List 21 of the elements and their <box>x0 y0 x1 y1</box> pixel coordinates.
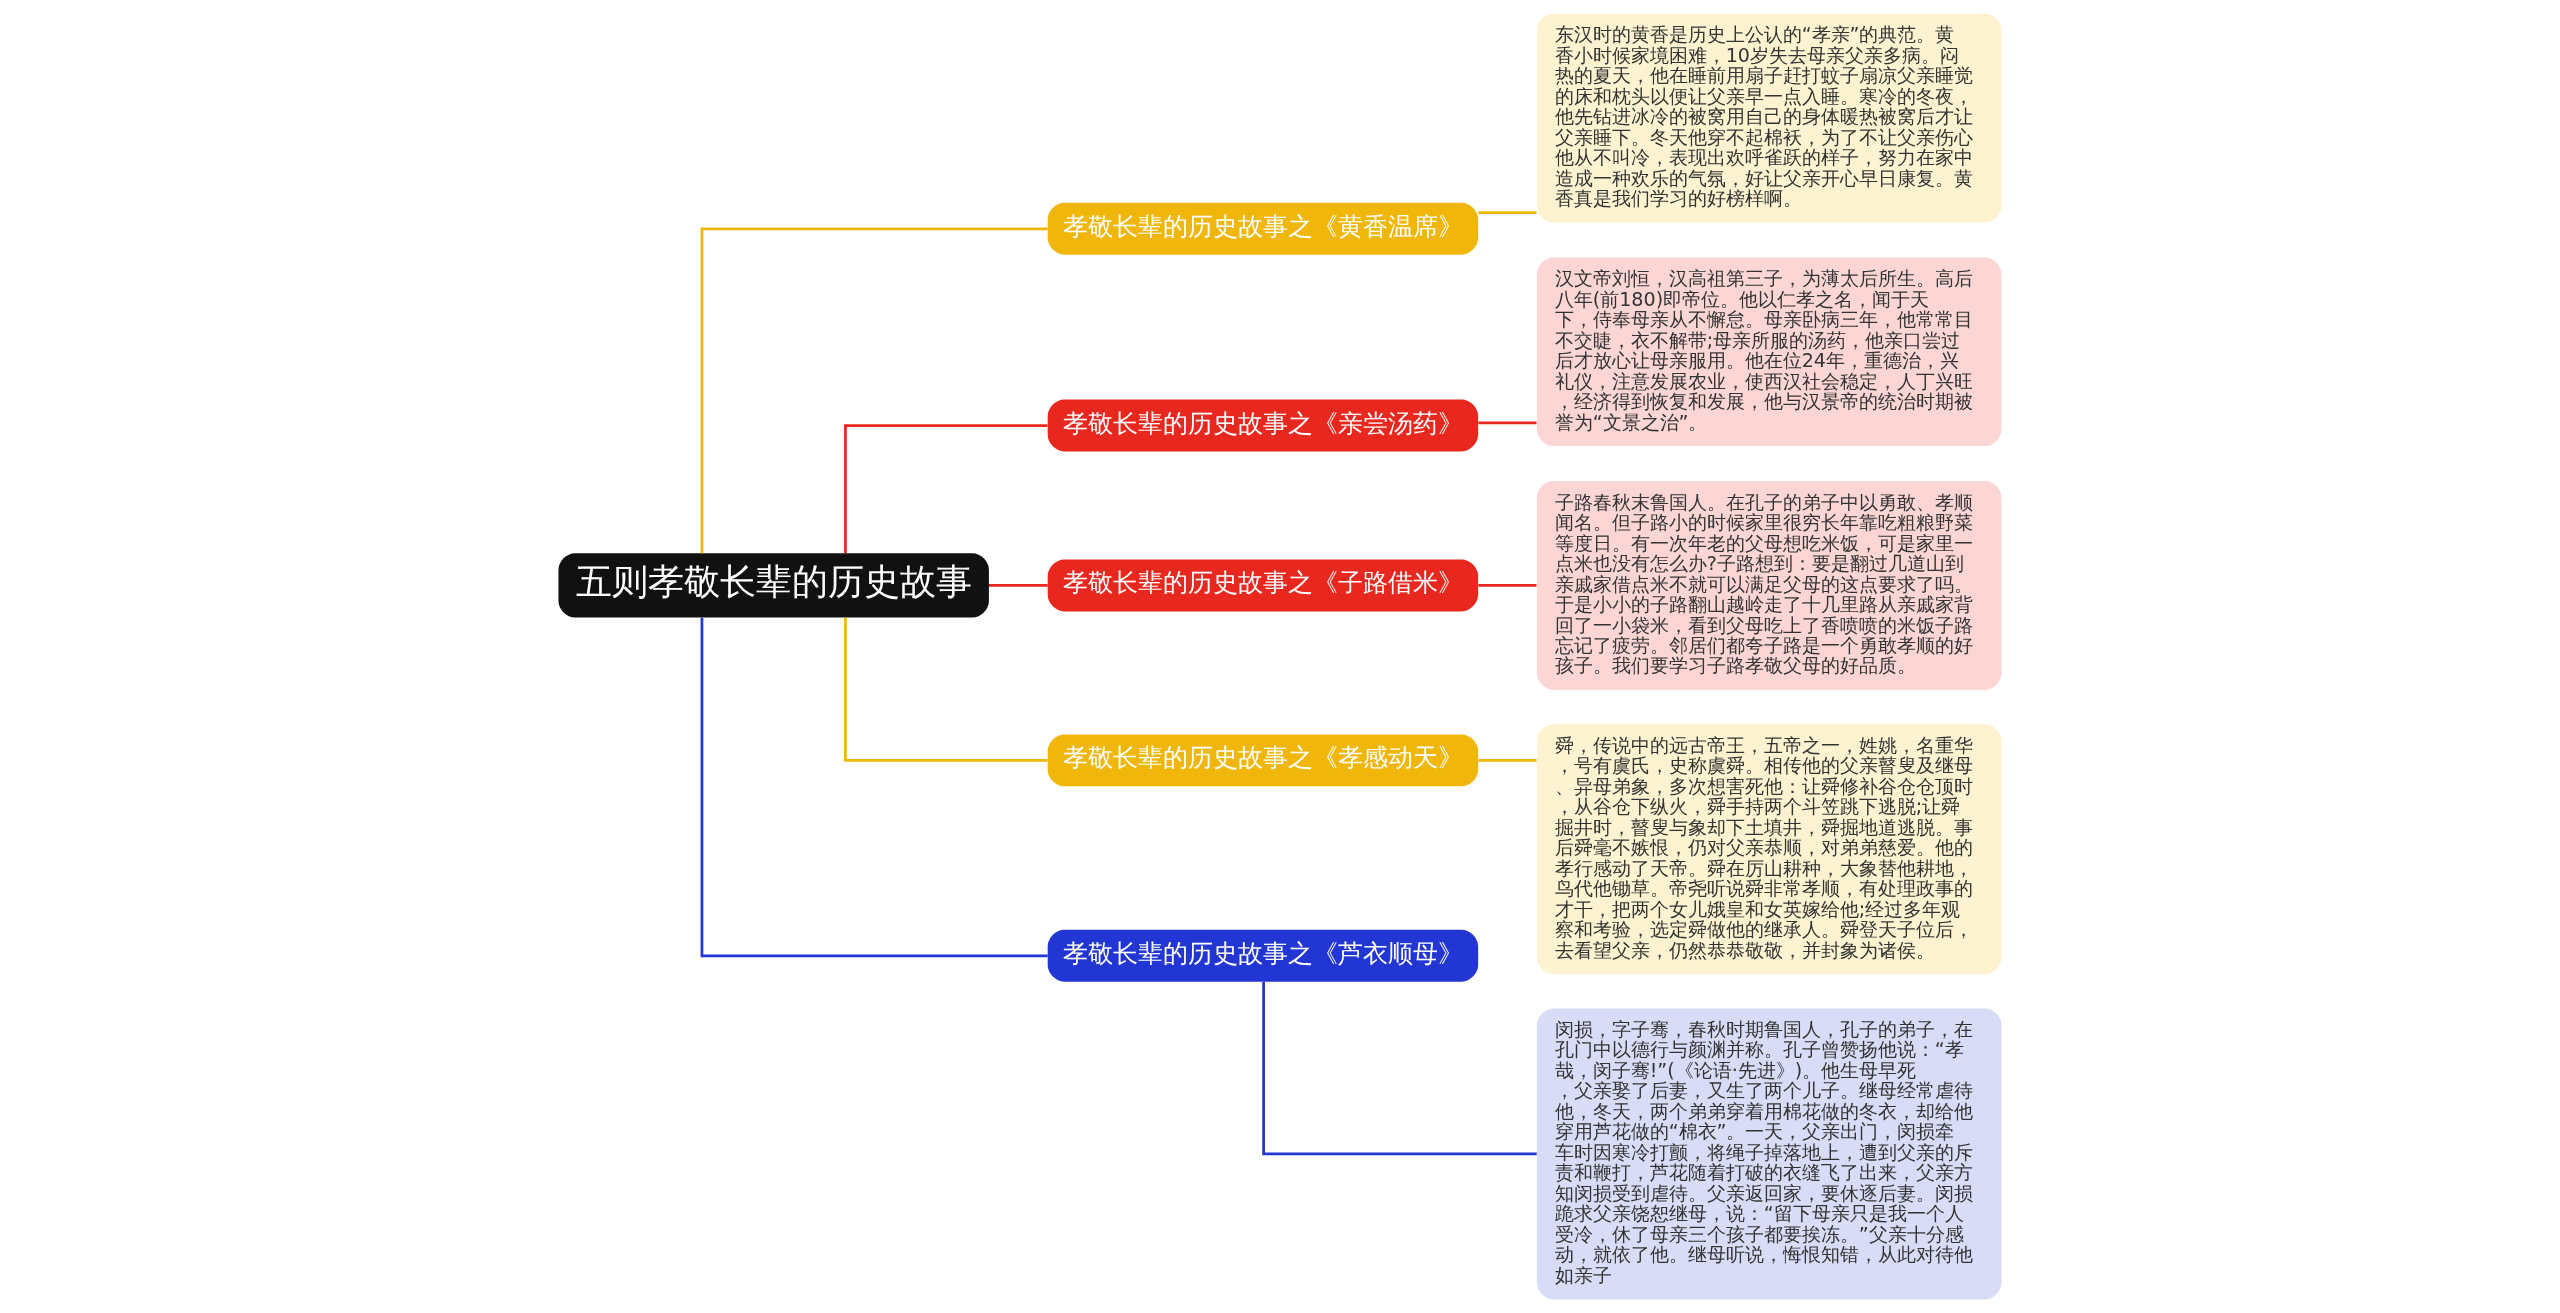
node-box: 东汉时的黄香是历史上公认的“孝亲”的典范。黄香小时候家境困难，10岁失去母亲父亲多病。闷热的夏天，他在睡前用扇子赶打蚊子扇凉父亲睡觉的床和枕头以便让父亲早一点入睡。寒冷的冬夜，他先钻进冰冷的被窝用自己的身体暖热被窝后才让父亲睡下。冬天他穿不起棉袄，为了不让父亲伤心他从不叫冷，表现出欢呼雀跃的样子，努力在家中造成一种欢乐的气氛，好让父亲开心早日康复。黄香真是我们学习的好榜样啊。 <box>1536 13 2002 223</box>
node-box: 孝敬长辈的历史故事之《子路借米》 <box>1047 559 1479 612</box>
connector <box>1478 584 1537 587</box>
connector <box>844 617 1048 762</box>
node-box: 孝敬长辈的历史故事之《黄香温席》 <box>1047 202 1479 255</box>
connector <box>844 424 1048 554</box>
connector <box>700 617 1048 958</box>
node-box: 孝敬长辈的历史故事之《孝感动天》 <box>1047 734 1479 787</box>
node-box: 闵损，字子骞，春秋时期鲁国人，孔子的弟子，在孔门中以德行与颜渊并称。孔子曾赞扬他说：“孝哉，闵子骞!”(《论语·先进》)。他生母早死，父亲娶了后妻，又生了两个儿子。继母经常虐待他，冬天，两个弟弟穿着用棉花做的冬衣，却给他穿用芦花做的“棉衣”。一天，父亲出门，闵损牵车时因寒冷打颤，将绳子掉落地上，遭到父亲的斥责和鞭打，芦花随着打破的衣缝飞了出来，父亲方知闵损受到虐待。父亲返回家，要休逐后妻。闵损跪求父亲饶恕继母，说：“留下母亲只是我一个人受冷，休了母亲三个孩子都要挨冻。”父亲十分感动，就依了他。继母听说，悔恨知错，从此对待他如亲子 <box>1536 1008 2002 1300</box>
connector <box>700 227 1048 554</box>
node-box: 汉文帝刘恒，汉高祖第三子，为薄太后所生。高后八年(前180)即帝位。他以仁孝之名，闻于天下，侍奉母亲从不懈怠。母亲卧病三年，他常常目不交睫，衣不解带;母亲所服的汤药，他亲口尝过后才放心让母亲服用。他在位24年，重德治，兴礼仪，注意发展农业，使西汉社会稳定，人丁兴旺，经济得到恢复和发展，他与汉景帝的统治时期被誉为“文景之治”。 <box>1536 257 2002 447</box>
node-box: 子路春秋末鲁国人。在孔子的弟子中以勇敢、孝顺闻名。但子路小的时候家里很穷长年靠吃粗粮野菜等度日。有一次年老的父母想吃米饭，可是家里一点米也没有怎么办?子路想到：要是翻过几道山到亲戚家借点米不就可以满足父母的这点要求了吗。于是小小的子路翻山越岭走了十几里路从亲戚家背回了一小袋米，看到父母吃上了香喷喷的米饭子路忘记了疲劳。邻居们都夸子路是一个勇敢孝顺的好孩子。我们要学习子路孝敬父母的好品质。 <box>1536 480 2002 690</box>
node-box: 五则孝敬长辈的历史故事 <box>558 553 989 618</box>
node-box: 舜，传说中的远古帝王，五帝之一，姓姚，名重华，号有虞氏，史称虞舜。相传他的父亲瞽叟及继母、异母弟象，多次想害死他：让舜修补谷仓仓顶时，从谷仓下纵火，舜手持两个斗笠跳下逃脱;让舜掘井时，瞽叟与象却下土填井，舜掘地道逃脱。事后舜毫不嫉恨，仍对父亲恭顺，对弟弟慈爱。他的孝行感动了天帝。舜在厉山耕种，大象替他耕地，鸟代他锄草。帝尧听说舜非常孝顺，有处理政事的才干，把两个女儿娥皇和女英嫁给他;经过多年观察和考验，选定舜做他的继承人。舜登天子位后，去看望父亲，仍然恭恭敬敬，并封象为诸侯。 <box>1536 724 2002 975</box>
connector <box>1478 759 1537 762</box>
connector <box>1478 211 1537 215</box>
connector <box>1478 421 1537 425</box>
connector <box>1262 982 1537 1156</box>
node-box: 孝敬长辈的历史故事之《芦衣顺母》 <box>1047 929 1479 982</box>
node-box: 孝敬长辈的历史故事之《亲尝汤药》 <box>1047 399 1479 452</box>
connector <box>989 584 1048 587</box>
